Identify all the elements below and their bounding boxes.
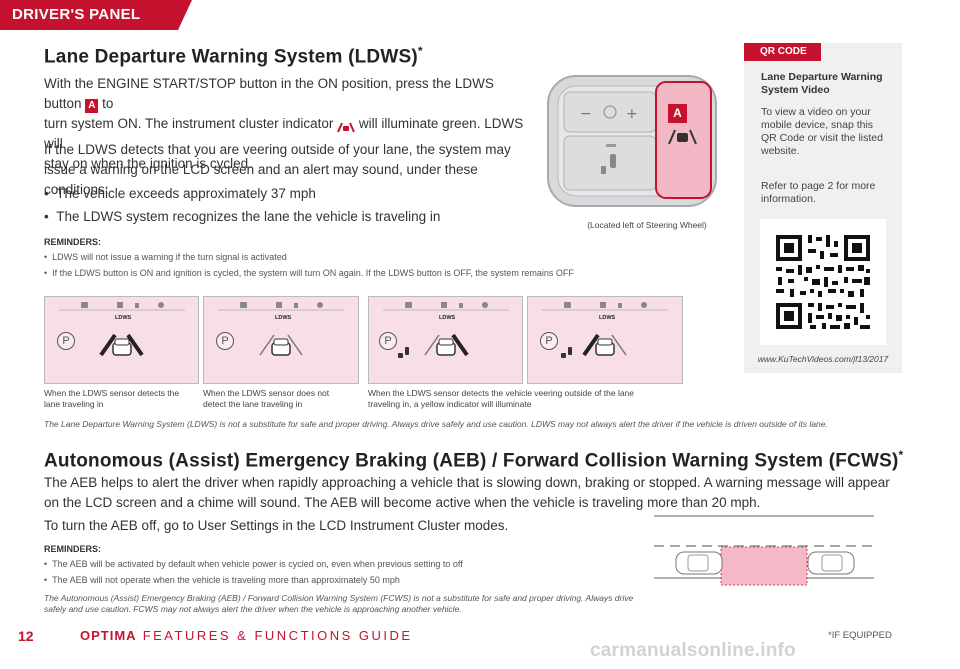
if-equipped-note: *IF EQUIPPED [828,630,892,641]
qr-text-1: To view a video on your mobile device, s… [761,106,883,157]
park-badge: P [216,332,234,350]
aeb-illustration [654,510,874,586]
ldws-reminders-title: REMINDERS: [44,237,102,247]
qr-text-2: Refer to page 2 for more information. [761,180,876,205]
button-a-badge: A [85,99,99,113]
svg-text:−: − [580,106,592,122]
qr-tag: QR CODE [744,43,821,61]
aeb-reminders-title: REMINDERS: [44,544,102,554]
lcd-label: LDWS [439,315,456,321]
panel-caption-3: When the LDWS sensor detects the vehicle… [368,388,635,409]
lcd-panel-detected: LDWS P [44,296,199,384]
section-tag: DRIVER'S PANEL [0,0,192,30]
ldws-button-photo: − + [546,72,718,208]
guide-title: OPTIMA FEATURES & FUNCTIONS GUIDE [80,628,413,643]
lcd-panel-not-detected: LDWS P [203,296,359,384]
lane-indicator-icon [337,119,356,133]
park-badge: P [57,332,75,350]
qr-url-link[interactable]: www.KuTechVideos.com/jf13/2017 [757,354,889,364]
photo-label-a: A [668,104,687,123]
list-item: • The LDWS system recognizes the lane th… [44,209,441,224]
aeb-para1: The AEB helps to alert the driver when r… [44,475,890,510]
aeb-title: Autonomous (Assist) Emergency Braking (A… [44,448,904,472]
list-item: • The vehicle exceeds approximately 37 m… [44,186,316,201]
ldws-title: Lane Departure Warning System (LDWS)* [44,44,423,68]
ldws-reminders: • LDWS will not issue a warning if the t… [44,251,684,280]
panel-caption-2: When the LDWS sensor does not detect the… [203,388,330,409]
lcd-label: LDWS [599,315,616,321]
page-number: 12 [18,628,34,644]
lcd-label: LDWS [275,315,292,321]
ldws-disclaimer: The Lane Departure Warning System (LDWS)… [44,419,828,429]
list-item: • If the LDWS button is ON and ignition … [44,268,574,278]
lcd-label: LDWS [115,315,132,321]
ldws-intro: With the ENGINE START/STOP button in the… [44,76,524,171]
park-badge: P [540,332,558,350]
ldws-bullets: • The vehicle exceeds approximately 37 m… [44,184,524,227]
qr-code-image[interactable] [760,219,886,345]
ldws-para2: If the LDWS detects that you are veering… [44,142,511,197]
aeb-reminders: • The AEB will be activated by default w… [44,558,644,587]
svg-text:+: + [626,106,638,122]
park-badge: P [379,332,397,350]
aeb-para2: To turn the AEB off, go to User Settings… [44,518,509,533]
watermark: carmanualsonline.info [590,640,796,661]
photo-caption: (Located left of Steering Wheel) [587,220,707,230]
panel-caption-1: When the LDWS sensor detects the lane tr… [44,388,180,409]
list-item: • The AEB will be activated by default w… [44,559,463,569]
aeb-disclaimer: The Autonomous (Assist) Emergency Brakin… [44,593,634,614]
qr-title: Lane Departure Warning System Video [761,71,883,96]
list-item: • The AEB will not operate when the vehi… [44,575,400,585]
lcd-panel-veering-left: LDWS P [368,296,523,384]
list-item: • LDWS will not issue a warning if the t… [44,252,287,262]
lcd-panel-veering-right: LDWS P [527,296,683,384]
